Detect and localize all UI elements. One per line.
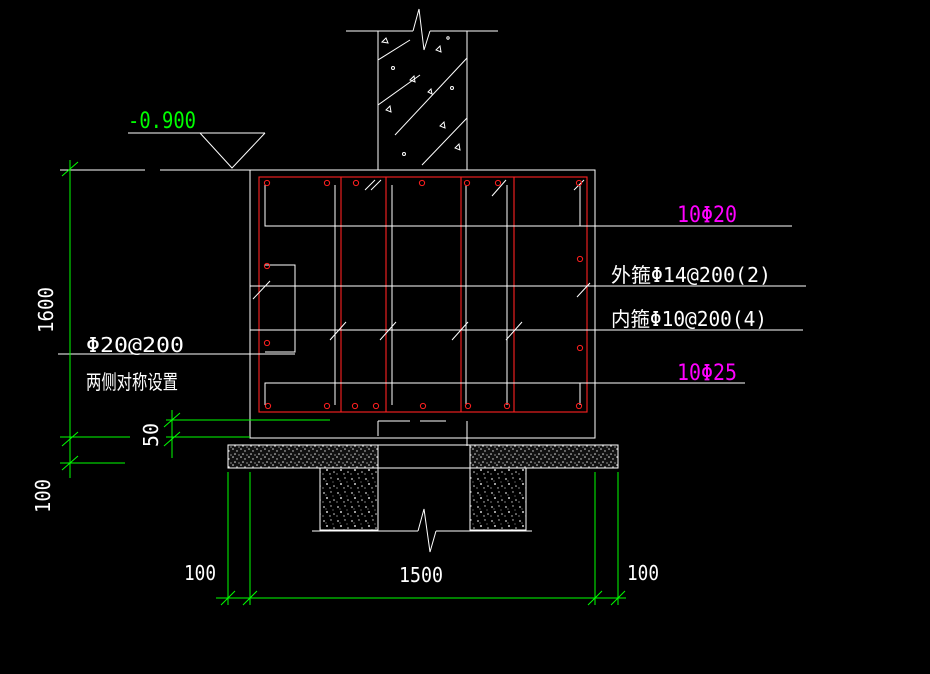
inner-stirrup-label: 内箍Φ10@200(4) — [611, 307, 767, 331]
dim-left-label: 100 — [184, 561, 216, 585]
dim-cushion-label: 100 — [31, 479, 55, 513]
bottom-bars-label: 10Φ25 — [677, 361, 737, 386]
rebar-points — [263, 179, 584, 410]
cushion-layer — [227, 444, 619, 469]
elevation-label: -0.900 — [128, 109, 196, 134]
dim-width-label: 1500 — [399, 563, 443, 587]
stirrup-lines — [58, 179, 806, 405]
rebar-cage — [258, 176, 588, 413]
outer-stirrup-label: 外箍Φ14@200(2) — [611, 263, 771, 287]
pile-cap-outline — [249, 169, 596, 439]
side-bars-label: Φ20@200 — [86, 333, 184, 357]
void-dashes — [377, 420, 468, 446]
dim-height-label: 1600 — [34, 287, 58, 333]
piles — [312, 467, 532, 553]
side-bars-note: 两侧对称设置 — [86, 370, 178, 394]
elevation-marker — [60, 132, 266, 171]
dim-cover-label: 50 — [139, 423, 163, 447]
top-bars-label: 10Φ20 — [677, 203, 737, 228]
dim-right-label: 100 — [627, 561, 659, 585]
dimension-lines — [60, 160, 626, 606]
column — [346, 8, 498, 170]
